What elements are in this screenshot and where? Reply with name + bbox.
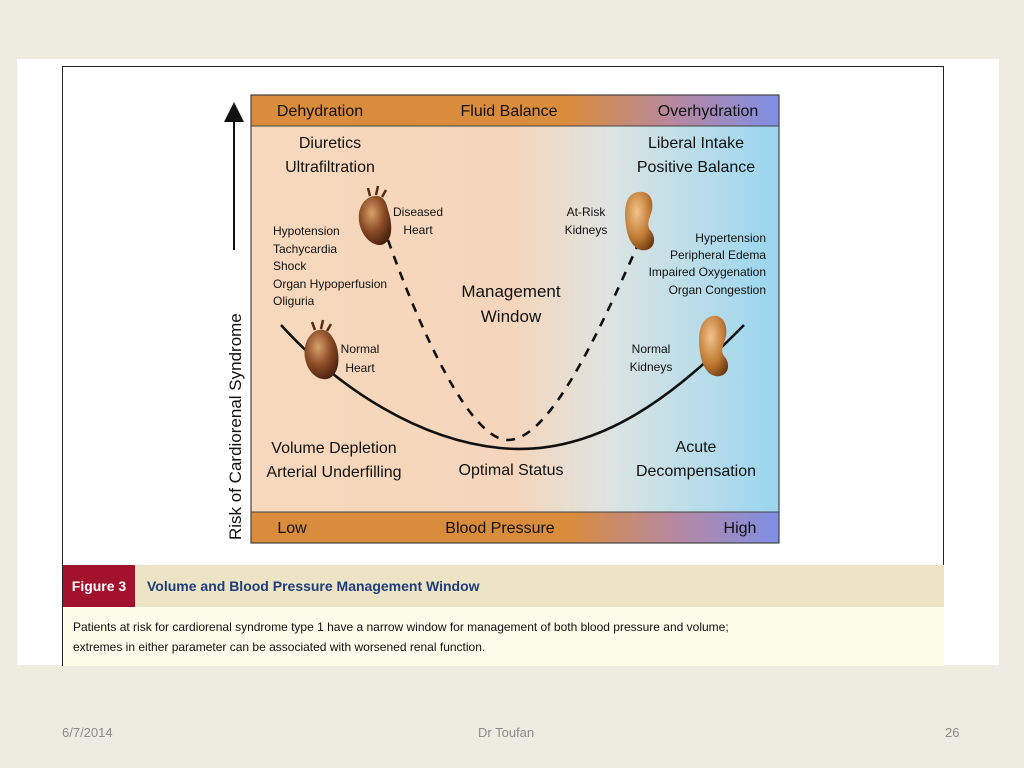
y-axis-label: Risk of Cardiorenal Syndrome: [226, 313, 245, 540]
bottom-bar-right: High: [724, 520, 757, 537]
figure-title: Volume and Blood Pressure Management Win…: [147, 578, 480, 594]
top-bar-right: Overhydration: [658, 103, 759, 120]
normal-kidneys-label-2: Kidneys: [630, 360, 673, 374]
at-risk-kidneys-label-1: At-Risk: [567, 205, 607, 219]
management-window-line2: Window: [481, 307, 542, 326]
diseased-heart-label-2: Heart: [403, 223, 433, 237]
left-symptom-4: Organ Hypoperfusion: [273, 277, 387, 291]
normal-heart-label-2: Heart: [345, 361, 375, 375]
diseased-heart-icon: [358, 185, 392, 246]
figure-label: Figure 3: [63, 565, 135, 607]
blood-pressure-curve: [280, 324, 745, 451]
right-symptom-1: Hypertension: [695, 231, 766, 245]
right-symptom-4: Organ Congestion: [669, 283, 766, 297]
caption-body: [63, 607, 944, 666]
at-risk-kidney-icon: [625, 191, 655, 251]
caption-line-2: extremes in either parameter can be asso…: [73, 640, 486, 654]
diseased-heart-label-1: Diseased: [393, 205, 443, 219]
normal-heart-icon: [304, 319, 339, 380]
optimal-status: Optimal Status: [459, 462, 564, 479]
normal-kidney-icon: [699, 315, 729, 377]
bottom-left-line1: Volume Depletion: [271, 440, 396, 457]
footer-date: 6/7/2014: [62, 725, 113, 740]
top-bar: [251, 95, 779, 126]
footer-author: Dr Toufan: [478, 725, 535, 740]
top-right-line2: Positive Balance: [637, 159, 755, 176]
top-left-line1: Diuretics: [299, 135, 361, 152]
top-right-line1: Liberal Intake: [648, 135, 744, 152]
diagram-border: [250, 94, 780, 544]
bottom-right-line2: Decompensation: [636, 463, 756, 480]
left-symptom-2: Tachycardia: [273, 242, 337, 256]
bottom-right-line1: Acute: [676, 439, 717, 456]
bottom-bar-left: Low: [277, 520, 307, 537]
right-symptom-3: Impaired Oxygenation: [649, 265, 766, 279]
top-bar-center: Fluid Balance: [461, 103, 558, 120]
top-bar-left: Dehydration: [277, 103, 363, 120]
left-symptom-3: Shock: [273, 259, 307, 273]
normal-heart-label-1: Normal: [341, 342, 380, 356]
caption-bar: [63, 565, 944, 607]
management-window-curve: [386, 239, 642, 442]
left-symptom-1: Hypotension: [273, 224, 340, 238]
bottom-bar: [251, 512, 779, 543]
right-symptom-2: Peripheral Edema: [670, 248, 766, 262]
normal-kidneys-label-1: Normal: [632, 342, 671, 356]
at-risk-kidneys-label-2: Kidneys: [565, 223, 608, 237]
caption-line-1: Patients at risk for cardiorenal syndrom…: [73, 620, 729, 634]
management-window-line1: Management: [461, 282, 561, 301]
bottom-bar-center: Blood Pressure: [445, 520, 554, 537]
left-symptom-5: Oliguria: [273, 294, 315, 308]
footer-page-number: 26: [945, 725, 960, 740]
bottom-left-line2: Arterial Underfilling: [266, 464, 401, 481]
top-left-line2: Ultrafiltration: [285, 159, 375, 176]
